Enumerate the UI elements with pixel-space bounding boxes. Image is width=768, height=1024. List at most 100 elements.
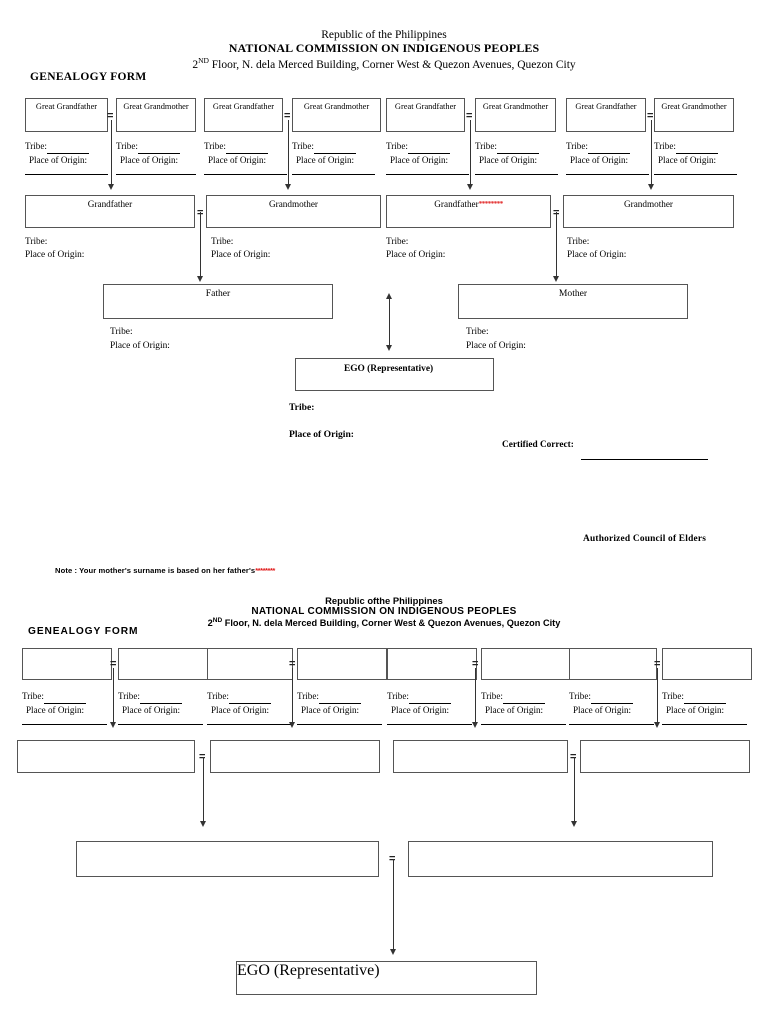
- form2-box-gen3-1[interactable]: [76, 841, 379, 877]
- place-blank-3[interactable]: [204, 174, 287, 175]
- place-blank[interactable]: [358, 429, 360, 440]
- form1-note: Note : Your mother's surname is based on…: [55, 566, 275, 575]
- place-blank-8[interactable]: [654, 174, 737, 175]
- tribe-label-5: Tribe:: [386, 140, 450, 154]
- box-great-grandfather-2[interactable]: Great Grandfather: [204, 98, 283, 132]
- box-great-grandmother-2[interactable]: Great Grandmother: [292, 98, 381, 132]
- form2-box-gen2-3[interactable]: [393, 740, 568, 773]
- authorized-council-of-elders-label: Authorized Council of Elders: [583, 534, 707, 544]
- form2-box-gen1-5[interactable]: [387, 648, 477, 680]
- form2-box-gen2-2[interactable]: [210, 740, 380, 773]
- tribe-blank[interactable]: [590, 690, 633, 704]
- box-great-grandmother-1[interactable]: Great Grandmother: [116, 98, 196, 132]
- box-label-text: Grandfather: [434, 199, 479, 209]
- form2-tribe-place-2: Tribe: Place of Origin:: [118, 690, 182, 716]
- form2-arrow-head-7: [390, 949, 396, 955]
- box-father[interactable]: Father: [103, 284, 333, 319]
- form2-arrow-line-3: [475, 668, 476, 724]
- tribe-blank[interactable]: [408, 690, 451, 704]
- tribe-blank[interactable]: [136, 327, 138, 337]
- tribe-blank[interactable]: [139, 690, 182, 704]
- tribe-blank[interactable]: [50, 237, 52, 247]
- form2-box-ego[interactable]: EGO (Representative): [236, 961, 537, 995]
- lineage-arrow-line-7: [389, 296, 390, 346]
- mother-fields: Tribe: Place of Origin:: [466, 325, 531, 353]
- box-label: Great Grandfather: [575, 102, 637, 111]
- form2-box-gen3-2[interactable]: [408, 841, 713, 877]
- form2-box-gen2-4[interactable]: [580, 740, 750, 773]
- tribe-blank[interactable]: [675, 140, 718, 154]
- tribe-blank[interactable]: [228, 690, 271, 704]
- form2-place-blank-2[interactable]: [118, 724, 203, 725]
- box-grandmother-2[interactable]: Grandmother: [563, 195, 734, 228]
- place-blank[interactable]: [626, 250, 628, 260]
- box-great-grandmother-3[interactable]: Great Grandmother: [475, 98, 556, 132]
- form2-box-gen1-8[interactable]: [662, 648, 752, 680]
- form2-place-blank-5[interactable]: [387, 724, 472, 725]
- form2-place-blank-7[interactable]: [569, 724, 654, 725]
- tribe-blank[interactable]: [407, 140, 450, 154]
- form2-box-gen1-6[interactable]: [481, 648, 570, 680]
- box-grandfather-2[interactable]: Grandfather********: [386, 195, 551, 228]
- form2-box-gen1-2[interactable]: [118, 648, 208, 680]
- form2-box-gen1-7[interactable]: [569, 648, 657, 680]
- form2-title: GENEALOGY FORM: [28, 626, 139, 637]
- form2-tribe-place-7: Tribe: Place of Origin:: [569, 690, 633, 716]
- tribe-blank[interactable]: [318, 402, 320, 413]
- box-great-grandmother-4[interactable]: Great Grandmother: [654, 98, 734, 132]
- tribe-place-group-4: Tribe: Place of Origin:: [292, 140, 356, 166]
- place-blank[interactable]: [173, 341, 175, 351]
- tribe-blank[interactable]: [46, 140, 89, 154]
- tribe-blank[interactable]: [587, 140, 630, 154]
- note-text: Note : Your mother's surname is based on…: [55, 566, 256, 575]
- form2-box-gen1-4[interactable]: [297, 648, 387, 680]
- tribe-row: Tribe:: [662, 690, 726, 704]
- certified-correct-signature-line[interactable]: [581, 459, 708, 460]
- tribe-blank[interactable]: [235, 237, 237, 247]
- form2-box-gen2-1[interactable]: [17, 740, 195, 773]
- tribe-label-1: Tribe:: [25, 140, 89, 154]
- tribe-blank[interactable]: [313, 140, 356, 154]
- place-blank[interactable]: [270, 250, 272, 260]
- place-label-2: Place of Origin:: [120, 154, 179, 165]
- form2-place-blank-3[interactable]: [207, 724, 292, 725]
- tribe-blank[interactable]: [683, 690, 726, 704]
- box-grandmother-1[interactable]: Grandmother: [206, 195, 381, 228]
- form2-place-blank-6[interactable]: [481, 724, 566, 725]
- form2-box-gen1-3[interactable]: [207, 648, 293, 680]
- box-great-grandfather-1[interactable]: Great Grandfather: [25, 98, 108, 132]
- lineage-arrow-line-4: [651, 120, 652, 186]
- place-blank-6[interactable]: [475, 174, 558, 175]
- tribe-blank[interactable]: [496, 140, 539, 154]
- form2-place-blank-8[interactable]: [662, 724, 747, 725]
- tribe-blank[interactable]: [502, 690, 545, 704]
- form2-place-blank-4[interactable]: [297, 724, 382, 725]
- tribe-label-6: Tribe:: [475, 140, 539, 154]
- tribe-blank[interactable]: [589, 237, 591, 247]
- place-blank-4[interactable]: [292, 174, 375, 175]
- place-blank-7[interactable]: [566, 174, 649, 175]
- place-blank-2[interactable]: [116, 174, 196, 175]
- lineage-arrow-line-3: [470, 120, 471, 186]
- box-label: Great Grandfather: [212, 102, 275, 111]
- box-great-grandfather-4[interactable]: Great Grandfather: [566, 98, 646, 132]
- box-great-grandfather-3[interactable]: Great Grandfather: [386, 98, 465, 132]
- place-blank[interactable]: [87, 250, 89, 260]
- tribe-blank[interactable]: [408, 237, 410, 247]
- place-blank[interactable]: [529, 341, 531, 351]
- tribe-blank[interactable]: [492, 327, 494, 337]
- tribe-blank[interactable]: [137, 140, 180, 154]
- box-grandfather-1[interactable]: Grandfather: [25, 195, 195, 228]
- tribe-blank[interactable]: [43, 690, 86, 704]
- form2-place-blank-1[interactable]: [22, 724, 107, 725]
- place-text: Place of Origin:: [289, 429, 355, 440]
- place-blank-5[interactable]: [386, 174, 469, 175]
- form2-box-gen1-1[interactable]: [22, 648, 112, 680]
- tribe-blank[interactable]: [225, 140, 268, 154]
- place-blank[interactable]: [445, 250, 447, 260]
- tribe-blank[interactable]: [318, 690, 361, 704]
- box-ego[interactable]: EGO (Representative): [295, 358, 494, 391]
- marriage-connector-3: =: [466, 110, 473, 122]
- place-blank-1[interactable]: [25, 174, 108, 175]
- box-mother[interactable]: Mother: [458, 284, 688, 319]
